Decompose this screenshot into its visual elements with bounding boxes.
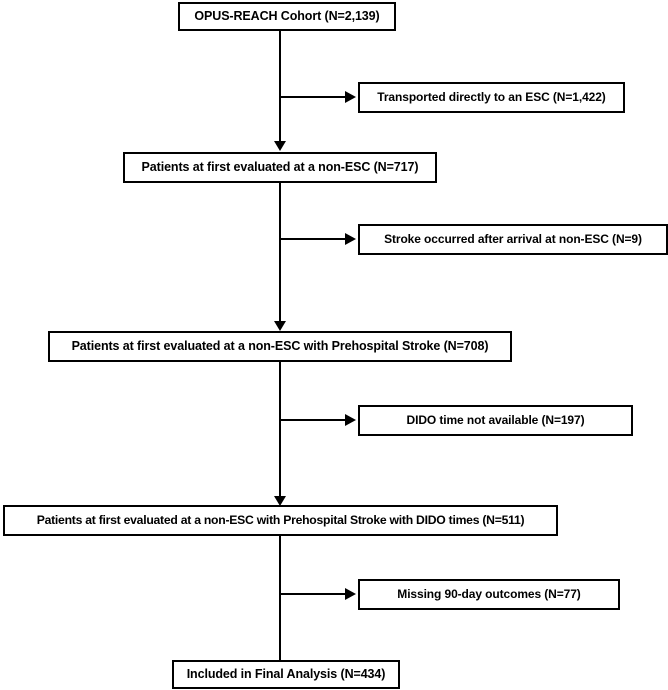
connector-cohort-trunk bbox=[279, 31, 281, 143]
connector-cohort-to-esc bbox=[279, 96, 345, 98]
node-final-analysis: Included in Final Analysis (N=434) bbox=[172, 660, 400, 689]
arrowhead-to-non-esc bbox=[274, 141, 286, 151]
node-non-esc: Patients at first evaluated at a non-ESC… bbox=[123, 152, 437, 183]
node-missing-outcomes: Missing 90-day outcomes (N=77) bbox=[358, 579, 620, 610]
arrowhead-to-prehospital bbox=[274, 321, 286, 331]
arrowhead-to-stroke-after-arrival bbox=[345, 233, 356, 245]
connector-non-esc-trunk bbox=[279, 183, 281, 323]
connector-prehospital-trunk bbox=[279, 362, 281, 498]
connector-dido-times-trunk bbox=[279, 536, 281, 660]
arrowhead-to-dido-times bbox=[274, 496, 286, 506]
node-dido-times: Patients at first evaluated at a non-ESC… bbox=[3, 505, 558, 536]
connector-dido-times-to-missing bbox=[279, 593, 345, 595]
arrowhead-to-dido-unavailable bbox=[345, 414, 356, 426]
node-stroke-after-arrival: Stroke occurred after arrival at non-ESC… bbox=[358, 224, 668, 255]
connector-prehospital-to-dido bbox=[279, 419, 345, 421]
node-dido-unavailable: DIDO time not available (N=197) bbox=[358, 405, 633, 436]
node-cohort: OPUS-REACH Cohort (N=2,139) bbox=[178, 2, 396, 31]
arrowhead-to-esc bbox=[345, 91, 356, 103]
node-prehospital-stroke: Patients at first evaluated at a non-ESC… bbox=[48, 331, 512, 362]
connector-non-esc-to-stroke bbox=[279, 238, 345, 240]
node-transported-esc: Transported directly to an ESC (N=1,422) bbox=[358, 82, 625, 113]
arrowhead-to-missing-outcomes bbox=[345, 588, 356, 600]
